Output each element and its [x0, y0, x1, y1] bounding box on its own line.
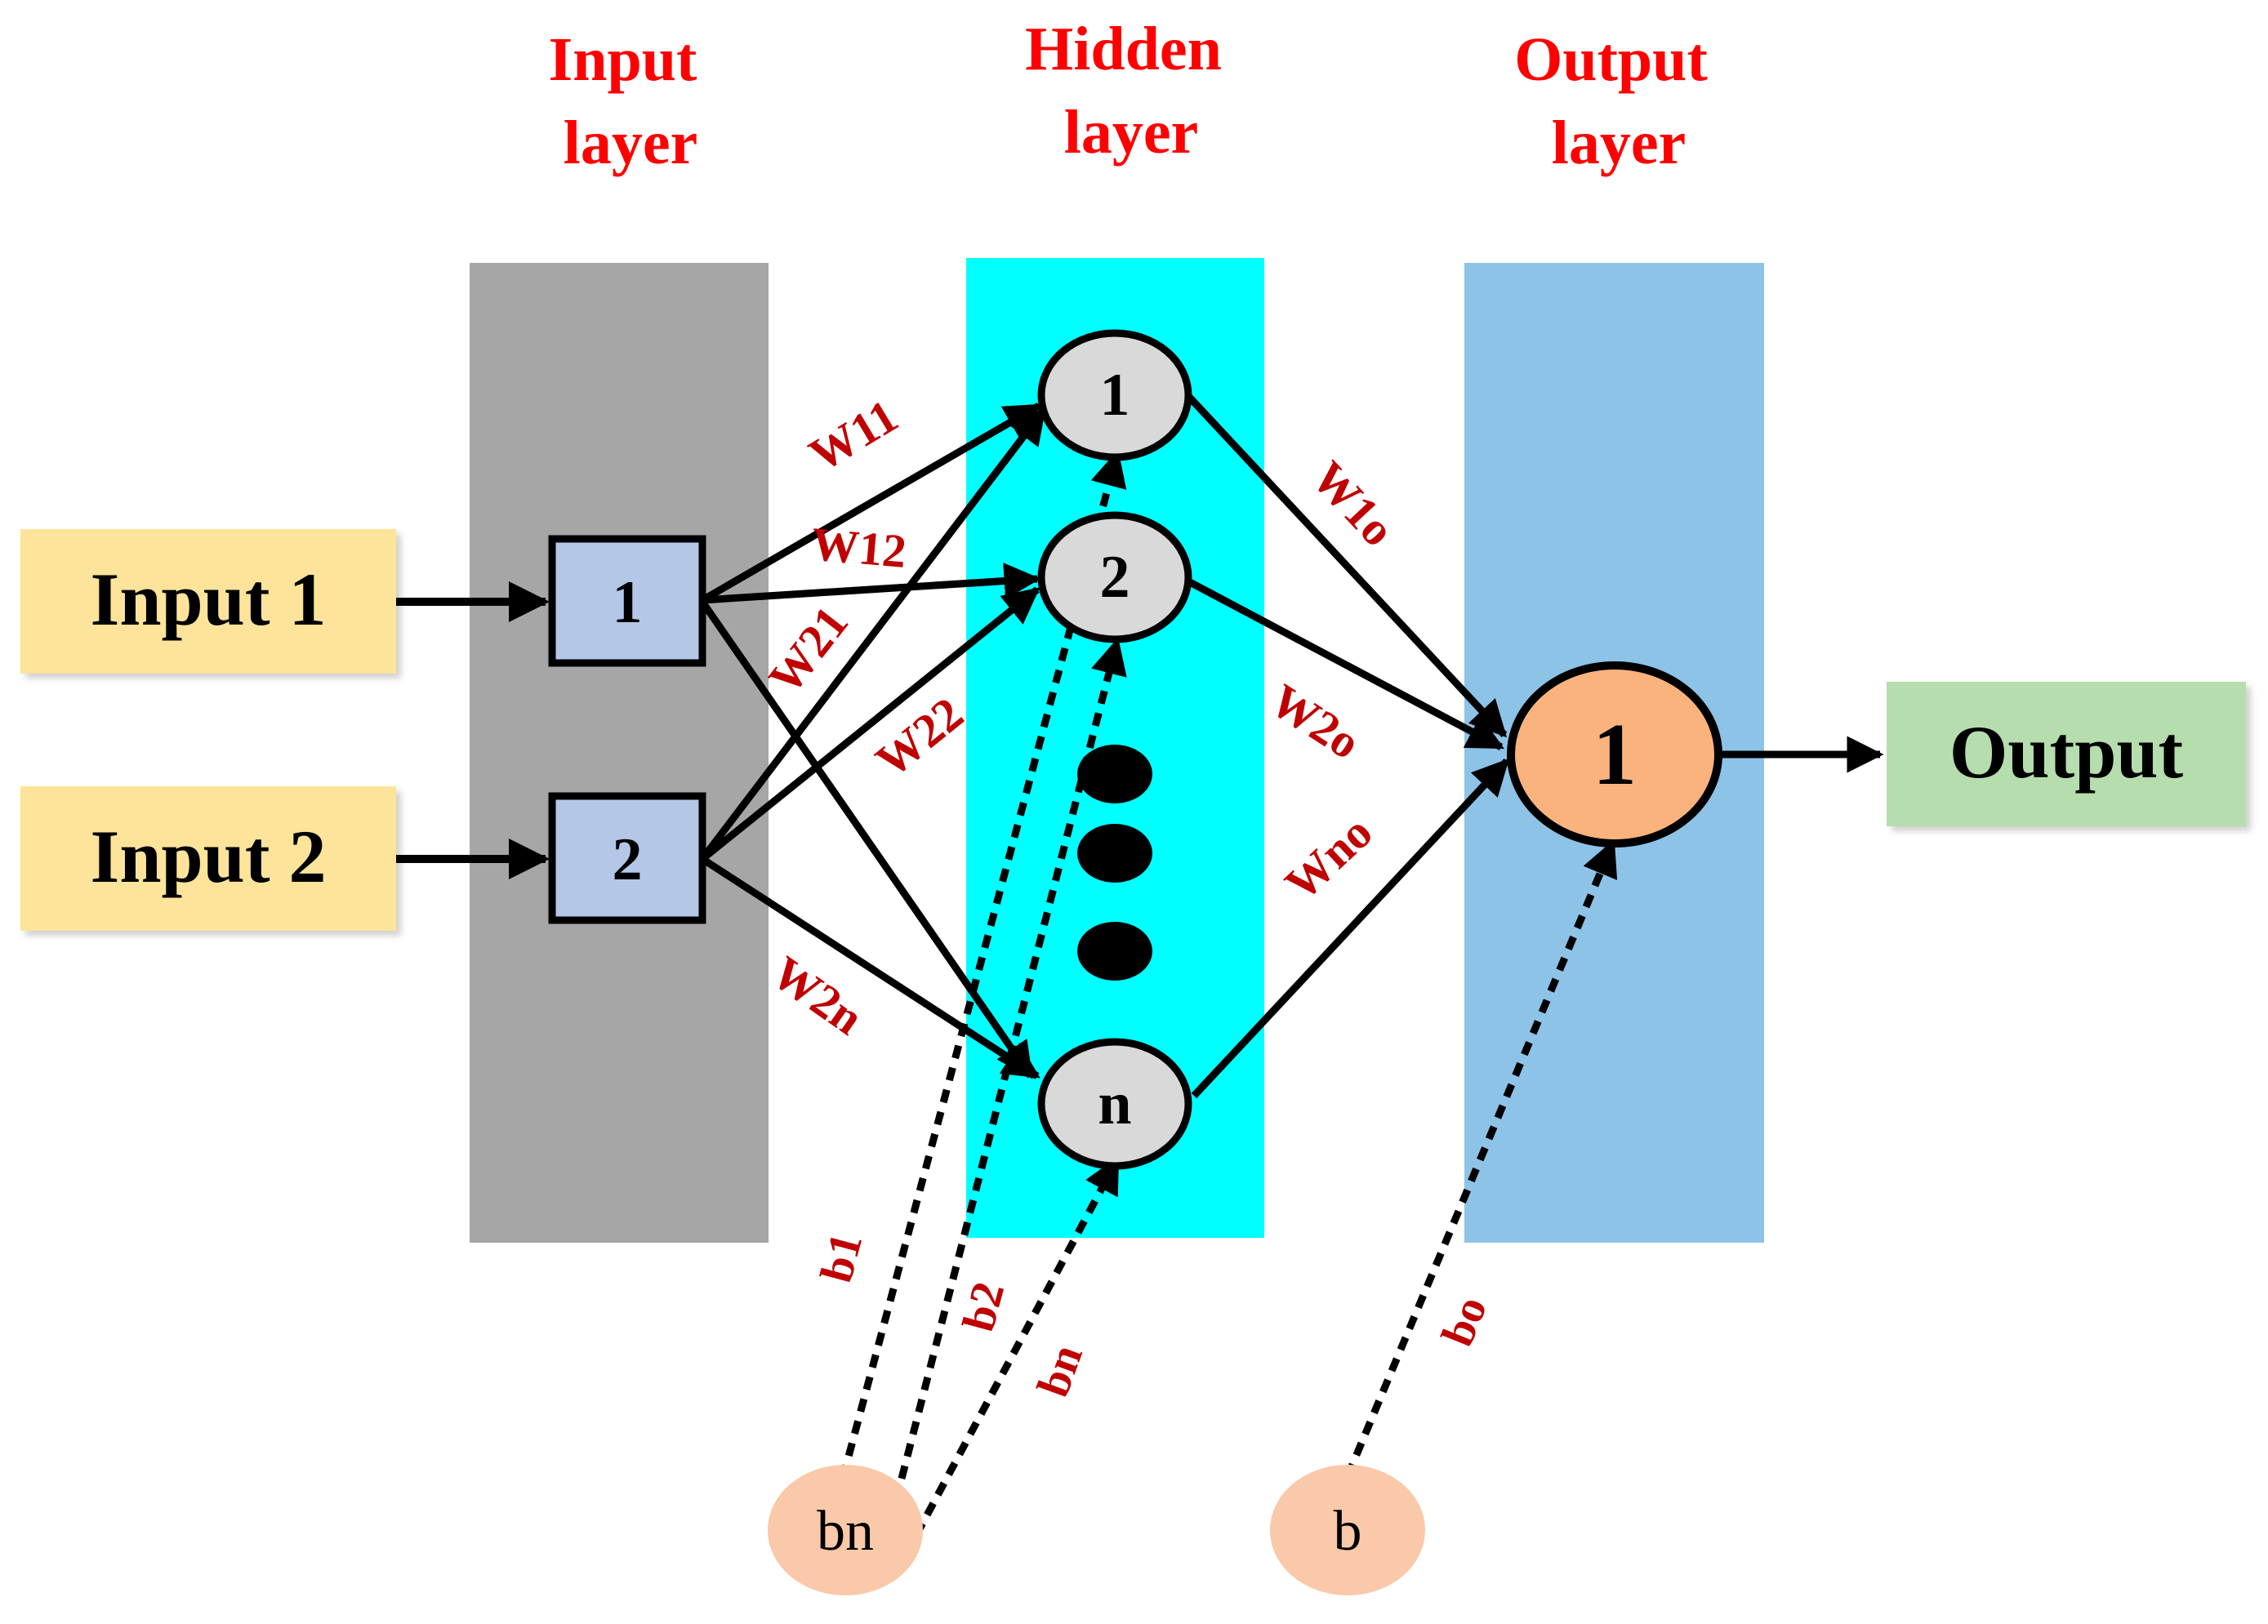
- edge-h1-out: [1185, 393, 1508, 738]
- bias-label-b1: b1: [811, 1228, 872, 1288]
- input-1-box: [20, 529, 396, 674]
- hidden-node-2-label: 2: [1100, 544, 1130, 611]
- output-layer-title-line1: Output: [1514, 25, 1708, 94]
- weight-label-wno: Wno: [1275, 805, 1383, 910]
- weight-label-w2o: W2o: [1261, 674, 1370, 770]
- bias-label-bo: bo: [1432, 1289, 1497, 1353]
- weight-label-w22: W22: [866, 687, 973, 788]
- output-label: Output: [1949, 710, 2184, 794]
- input-node-2: [548, 792, 706, 924]
- input-node-2-label: 2: [613, 826, 643, 893]
- bias-node-hidden-label: bn: [817, 1500, 874, 1563]
- input-layer-title-line2: layer: [564, 109, 698, 177]
- weight-label-w11: W11: [800, 389, 907, 482]
- edge-in2-h1: [699, 407, 1047, 861]
- input-layer-title-line1: Input: [549, 25, 697, 94]
- ellipsis-dot-1: [1077, 745, 1152, 803]
- hidden-layer-title-line1: Hidden: [1025, 15, 1222, 83]
- bias-edge-bo: [1343, 839, 1618, 1478]
- weight-label-w1o: W1o: [1302, 451, 1406, 556]
- ellipsis-dot-3: [1077, 922, 1152, 981]
- hidden-node-n: [1037, 1038, 1192, 1170]
- edge-h2-out: [1186, 578, 1504, 750]
- input-1-label: Input 1: [91, 558, 327, 641]
- bias-edge-bn: [913, 1156, 1121, 1537]
- bias-label-b2: b2: [953, 1277, 1014, 1337]
- hidden-layer-title-line2: layer: [1064, 98, 1199, 167]
- edge-in2-hn: [700, 856, 1040, 1079]
- input-layer-band: [470, 263, 769, 1243]
- input-2-label: Input 2: [91, 815, 327, 898]
- bias-node-hidden: [768, 1465, 923, 1595]
- hidden-node-2: [1037, 511, 1192, 643]
- output-node-label: 1: [1593, 706, 1637, 803]
- edge-in1-h1: [700, 403, 1042, 603]
- edge-in2-h2: [700, 586, 1040, 862]
- hidden-node-1-label: 1: [1100, 362, 1130, 429]
- output-box: [1887, 682, 2246, 826]
- output-layer-title: Output layer: [1514, 25, 1723, 177]
- edge-hn-out: [1191, 758, 1510, 1099]
- edge-in1-h2: [702, 563, 1041, 604]
- ellipsis-dot-2: [1077, 824, 1152, 883]
- bias-edge-b1: [839, 449, 1127, 1479]
- weight-label-w12: W12: [809, 517, 908, 578]
- weight-connections: [699, 393, 1884, 1099]
- hidden-layer-title: Hidden layer: [1025, 15, 1237, 167]
- bias-label-bn: bn: [1027, 1338, 1093, 1404]
- output-node: [1507, 661, 1722, 848]
- bias-node-output-label: b: [1334, 1500, 1362, 1563]
- input-node-1: [548, 535, 706, 667]
- hidden-node-1: [1037, 329, 1192, 461]
- hidden-node-n-label: n: [1098, 1070, 1131, 1137]
- bias-node-output: [1270, 1465, 1425, 1595]
- input-node-1-label: 1: [613, 569, 643, 636]
- output-layer-title-line2: layer: [1552, 109, 1687, 177]
- weight-label-w21: W21: [758, 596, 858, 703]
- input-2-box: [20, 786, 396, 931]
- edge-in1-hn: [699, 599, 1034, 1079]
- input-layer-title: Input layer: [549, 25, 713, 177]
